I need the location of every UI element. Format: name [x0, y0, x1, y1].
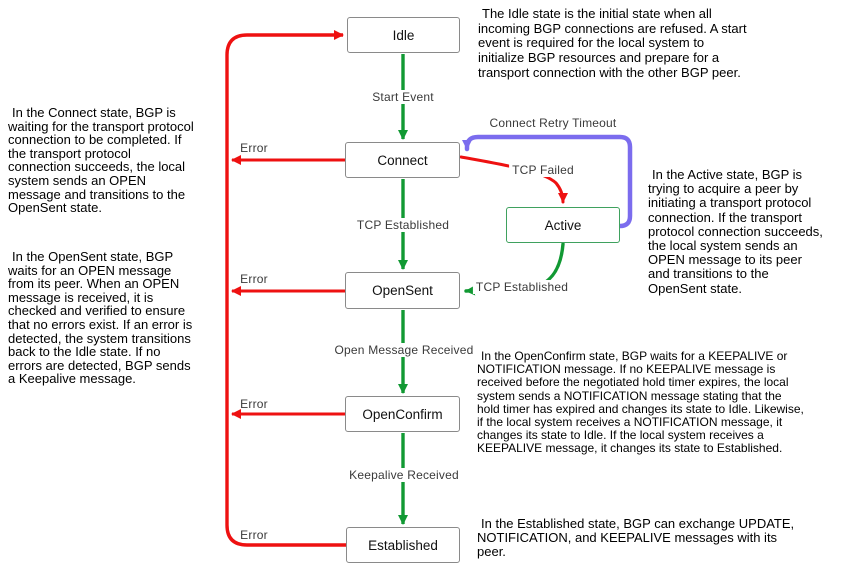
state-opensent-label: OpenSent: [372, 283, 433, 298]
state-openconfirm: OpenConfirm: [345, 396, 460, 432]
note-connect: In the Connect state, BGP is waiting for…: [8, 105, 194, 216]
label-keepalive-received: Keepalive Received: [346, 468, 462, 482]
state-connect-label: Connect: [377, 152, 428, 168]
note-openconfirm: In the OpenConfirm state, BGP waits for …: [477, 349, 804, 456]
label-connect-retry-timeout: Connect Retry Timeout: [489, 116, 617, 130]
label-tcp-established-active: TCP Established: [472, 280, 572, 294]
arrow-tcp-failed-connect-to-active: [459, 155, 568, 204]
label-error-connect: Error: [240, 141, 268, 155]
label-error-opensent: Error: [240, 272, 268, 286]
state-idle-label: Idle: [392, 27, 415, 43]
note-opensent: In the OpenSent state, BGP waits for an …: [8, 249, 193, 387]
label-open-message-received: Open Message Received: [331, 343, 477, 357]
label-error-established: Error: [240, 528, 268, 542]
arrow-error-trunk-to-idle: [225, 30, 346, 547]
state-opensent: OpenSent: [345, 272, 460, 309]
state-openconfirm-label: OpenConfirm: [362, 406, 443, 422]
label-tcp-failed: TCP Failed: [509, 163, 577, 177]
state-idle: Idle: [347, 17, 460, 53]
note-idle: The Idle state is the initial state when…: [478, 6, 747, 80]
state-established: Established: [346, 527, 460, 563]
state-active: Active: [506, 207, 620, 243]
note-established: In the Established state, BGP can exchan…: [477, 516, 795, 559]
arrow-connect-retry-timeout-active-to-connect: [462, 134, 633, 229]
state-active-label: Active: [544, 217, 582, 233]
label-start-event: Start Event: [369, 90, 437, 104]
label-error-openconfirm: Error: [240, 397, 268, 411]
state-established-label: Established: [368, 537, 438, 553]
state-connect: Connect: [345, 142, 460, 178]
note-active: In the Active state, BGP is trying to ac…: [648, 167, 823, 296]
label-tcp-established-connect: TCP Established: [353, 218, 453, 232]
